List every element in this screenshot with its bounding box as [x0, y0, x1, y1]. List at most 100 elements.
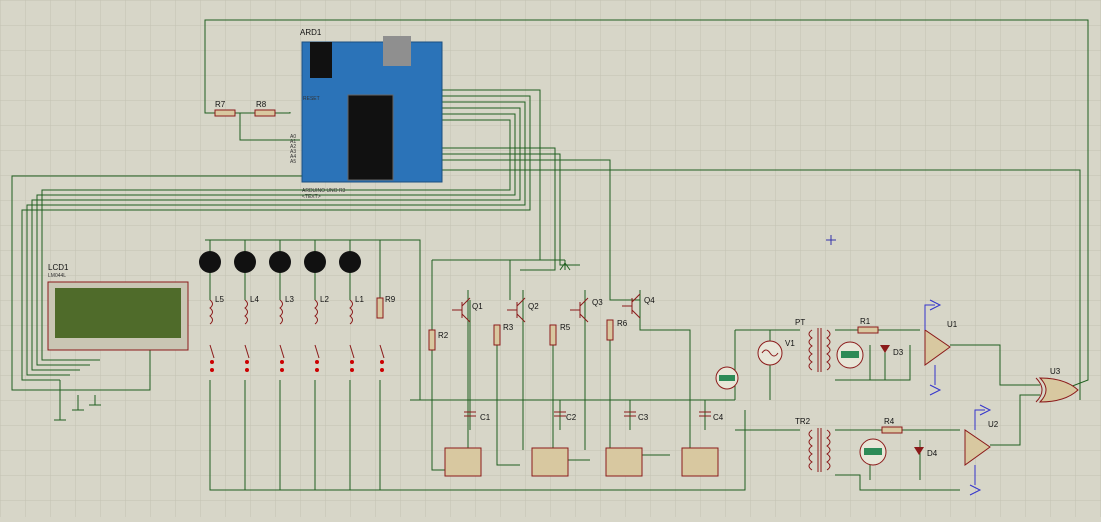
transistor-q1	[452, 297, 471, 323]
svg-text:R5: R5	[560, 323, 571, 332]
opamp-icon	[924, 329, 951, 366]
arduino-model: ARDUINO UNO R3	[302, 188, 346, 194]
relay-icon	[605, 447, 643, 477]
resistor-r4[interactable]: R4	[881, 417, 903, 434]
opamp-u2[interactable]: U2	[964, 420, 999, 466]
resistor-r9[interactable]: R9	[376, 295, 396, 319]
resistor-r7[interactable]: R7	[214, 100, 236, 117]
c1-label: C1	[480, 413, 491, 422]
reset-label: RESET	[303, 96, 320, 102]
svg-text:D4: D4	[927, 449, 938, 458]
q1-label: Q1	[472, 302, 483, 311]
svg-text:A3: A3	[290, 149, 296, 155]
inductor-l5-label: L5	[215, 295, 224, 304]
svg-text:TR2: TR2	[795, 417, 811, 426]
transistor-q4	[622, 293, 641, 319]
svg-text:D3: D3	[893, 348, 904, 357]
lcd-display[interactable]: LCD1 LM044L	[47, 263, 189, 351]
transformer-pt[interactable]: PT	[795, 318, 831, 372]
switch-icon	[244, 344, 250, 372]
xor-gate-u3[interactable]: U3	[1035, 367, 1079, 403]
lamp-icon	[304, 251, 326, 273]
svg-text:U2: U2	[988, 420, 999, 429]
transistor-q2	[507, 297, 526, 323]
inductor-l2-label: L2	[320, 295, 329, 304]
svg-text:R6: R6	[617, 319, 628, 328]
svg-text:V1: V1	[785, 339, 795, 348]
lamps	[199, 251, 361, 273]
c2-label: C2	[566, 413, 577, 422]
resistor-r1[interactable]: R1	[857, 317, 879, 334]
arduino-ref: ARD1	[300, 28, 322, 37]
resistor-r2[interactable]: R2	[428, 329, 449, 351]
switches	[209, 344, 385, 372]
resistor-r6[interactable]: R6	[606, 319, 628, 341]
svg-text:R2: R2	[438, 331, 449, 340]
inductors: L5 L4 L3 L2 L1	[209, 295, 364, 325]
arduino-board[interactable]: ARD1 RESET ARDUINO UNO R3 <TEXT> A0 A1 A…	[290, 28, 443, 200]
ground-icon	[54, 380, 101, 421]
svg-text:A1: A1	[290, 139, 296, 145]
svg-text:R1: R1	[860, 317, 871, 326]
switch-icon	[349, 344, 355, 372]
crosshair-icon	[826, 235, 836, 245]
inductor-l4-label: L4	[250, 295, 259, 304]
svg-text:U1: U1	[947, 320, 958, 329]
lamp-icon	[339, 251, 361, 273]
svg-text:R7: R7	[215, 100, 226, 109]
transistors	[452, 293, 641, 323]
diode-d4[interactable]: D4	[914, 447, 938, 458]
svg-text:R9: R9	[385, 295, 396, 304]
relay-icon	[444, 447, 482, 477]
transistor-q3	[570, 297, 589, 323]
svg-text:R8: R8	[256, 100, 267, 109]
arduino-text-tag: <TEXT>	[302, 194, 321, 200]
svg-text:R3: R3	[503, 323, 514, 332]
sine-source-v1[interactable]: V1	[757, 339, 795, 366]
power-rails	[924, 299, 992, 496]
diode-d3[interactable]: D3	[880, 345, 904, 357]
svg-text:U3: U3	[1050, 367, 1061, 376]
lamp-icon	[234, 251, 256, 273]
transformer-tr2[interactable]: TR2	[795, 417, 831, 472]
svg-text:PT: PT	[795, 318, 805, 327]
svg-text:A0: A0	[290, 134, 296, 140]
mcu-chip-icon	[347, 94, 394, 181]
relays	[444, 447, 719, 477]
resistor-r5[interactable]: R5	[549, 323, 571, 346]
resistor-r8[interactable]: R8	[254, 100, 276, 117]
voltmeters	[715, 341, 887, 466]
lcd-ref: LCD1	[48, 263, 69, 272]
inductor-l1-label: L1	[355, 295, 364, 304]
relay-icon	[531, 447, 569, 477]
resistor-r3[interactable]: R3	[493, 323, 514, 346]
analog-pin-labels: A0 A1 A2 A3 A4 A5	[290, 134, 296, 165]
q3-label: Q3	[592, 298, 603, 307]
switch-icon	[314, 344, 320, 372]
usb-port-icon	[383, 36, 411, 66]
relay-icon	[681, 447, 719, 477]
switch-icon	[279, 344, 285, 372]
switch-icon	[379, 344, 385, 372]
svg-text:A5: A5	[290, 159, 296, 165]
c4-label: C4	[713, 413, 724, 422]
switch-icon	[209, 344, 215, 372]
supply-arrow-icon	[559, 260, 571, 271]
opamp-u1[interactable]: U1	[924, 320, 958, 366]
opamp-icon	[964, 429, 991, 466]
q4-label: Q4	[644, 296, 655, 305]
lamp-icon	[199, 251, 221, 273]
q2-label: Q2	[528, 302, 539, 311]
capacitors	[464, 411, 711, 417]
c3-label: C3	[638, 413, 649, 422]
wires	[11, 19, 1089, 491]
svg-text:A2: A2	[290, 144, 296, 150]
lamp-icon	[269, 251, 291, 273]
xor-gate-icon	[1038, 377, 1079, 403]
lcd-model: LM044L	[48, 273, 66, 279]
svg-text:R4: R4	[884, 417, 895, 426]
svg-text:A4: A4	[290, 154, 296, 160]
